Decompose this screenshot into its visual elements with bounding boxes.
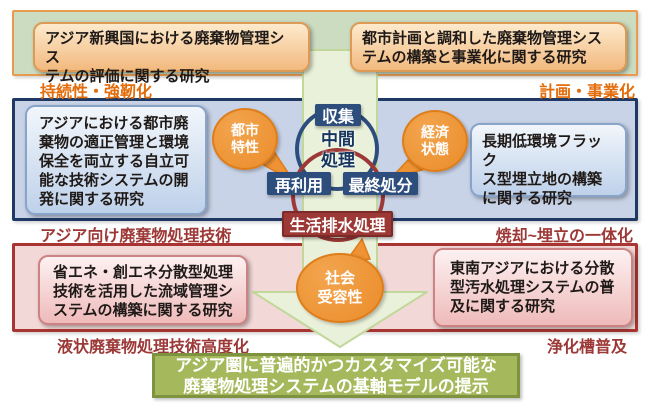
caption-johkasou-spread: 浄化槽普及 [546,339,627,356]
caption-incineration-landfill: 焼却~埋立の一体化 [495,228,633,245]
venn-center-label: 中間 処理 [321,130,355,170]
bubble-social-acceptability: 社会 受容性 [296,253,384,323]
bubble-economic-condition: 経済 状態 [402,110,468,172]
caption-liquid-waste-tech: 液状廃棄物処理技術高度化 [57,339,250,356]
caption-asia-waste-tech: アジア向け廃棄物処理技術 [40,228,232,245]
caption-sustainability: 持続性・強靭化 [40,84,153,101]
study-landfill-box: 長期低環境フラック ス型埋立地の構築 に関する研究 [470,123,627,207]
goal-box: アジア圏に普遍的かつカスタマイズ可能な 廃棄物処理システムの基軸モデルの提示 [152,353,520,398]
study-urban-waste-box: アジアにおける都市廃 棄物の適正管理と環境 保全を両立する自立可 能な技術システ… [25,105,207,215]
study-decentralized-sewage-box: 東南アジアにおける分散 型汚水処理システムの普 及に関する研究 [433,248,633,327]
chip-reuse: 再利用 [267,172,331,195]
study-urban-planning-box: 都市計画と調和した廃棄物管理シス テムの構築と事業化に関する研究 [350,22,627,72]
study-evaluation-box: アジア新興国における廃棄物管理シス テムの評価に関する研究 [33,22,310,85]
bubble-urban-characteristics: 都市 特性 [212,108,278,170]
chip-final-disposal: 最終処分 [343,172,418,195]
chip-domestic-wastewater: 生活排水処理 [282,211,393,237]
chip-collection: 収集 [315,104,361,126]
study-energy-saving-box: 省エネ・創エネ分散型処理 技術を活用した流域管理シ ステムの構築に関する研究 [38,255,248,325]
caption-planning-business: 計画・事業化 [538,84,635,101]
